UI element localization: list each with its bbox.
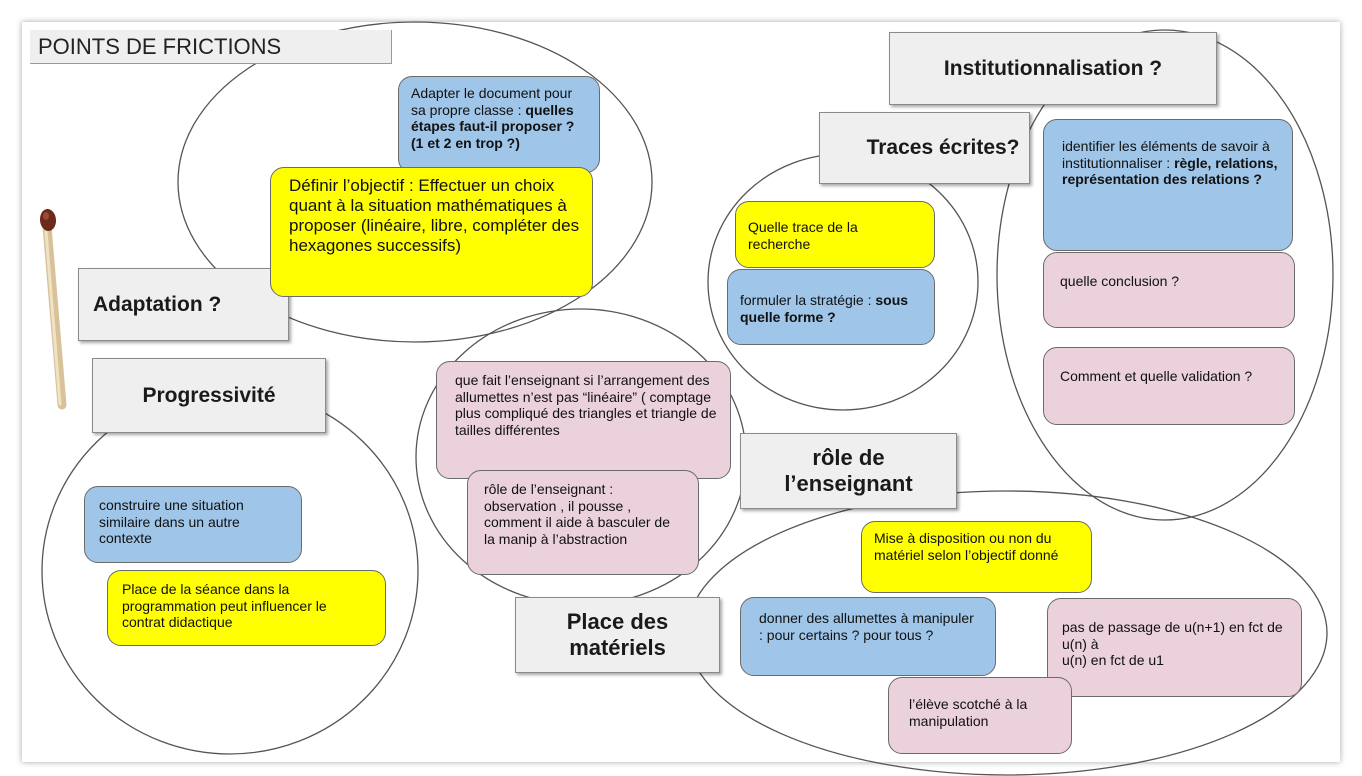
note-place-seance: Place de la séance dans la programmation… [107, 570, 386, 646]
note-adapter-document: Adapter le document pour sa propre class… [398, 76, 600, 173]
note-que-fait-enseignant: que fait l’enseignant si l’arrangement d… [436, 361, 731, 479]
note-pas-passage-line2: u(n) en fct de u1 [1062, 652, 1164, 669]
note-que-fait-enseignant-text: que fait l’enseignant si l’arrangement d… [455, 372, 717, 438]
label-institutionnalisation: Institutionnalisation ? [889, 32, 1217, 105]
label-place: Place des matériels [515, 597, 720, 673]
page-title: POINTS DE FRICTIONS [30, 30, 392, 64]
label-traces-text: Traces écrites? [866, 136, 1020, 160]
ellipse-adaptation [177, 21, 653, 343]
note-pas-passage: pas de passage de u(n+1) en fct de u(n) … [1047, 598, 1302, 697]
note-eleve-scotche: l’élève scotché à la manipulation [888, 677, 1072, 754]
label-progressivite-text: Progressivité [142, 383, 276, 407]
note-place-seance-text: Place de la séance dans la programmation… [122, 581, 327, 631]
note-role-enseignant: rôle de l’enseignant : observation , il … [467, 470, 699, 575]
label-institutionnalisation-text: Institutionnalisation ? [943, 56, 1163, 80]
note-mise-disposition-text: Mise à disposition ou non du matériel se… [874, 530, 1059, 563]
note-construire-situation-text: construire une situation similaire dans … [99, 497, 244, 547]
note-quelle-conclusion: quelle conclusion ? [1043, 252, 1295, 328]
label-adaptation-text: Adaptation ? [93, 292, 222, 316]
note-adapter-document-plain: Adapter le document pour sa propre class… [411, 85, 573, 118]
note-construire-situation: construire une situation similaire dans … [84, 486, 302, 563]
note-eleve-scotche-text: l’élève scotché à la manipulation [909, 696, 1028, 729]
note-quelle-trace-text: Quelle trace de la recherche [748, 219, 858, 252]
label-role-text: rôle de l’enseignant [784, 444, 913, 496]
note-donner-allumettes: donner des allumettes à manipuler : pour… [740, 597, 996, 676]
note-definir-objectif-text: Définir l’objectif : Effectuer un choix … [289, 176, 580, 256]
note-comment-validation-text: Comment et quelle validation ? [1060, 368, 1253, 384]
label-adaptation: Adaptation ? [78, 268, 289, 341]
label-role: rôle de l’enseignant [740, 433, 957, 509]
note-donner-allumettes-text: donner des allumettes à manipuler : pour… [759, 610, 974, 643]
note-role-enseignant-text: rôle de l’enseignant : observation , il … [484, 481, 670, 547]
matchstick-icon [39, 209, 67, 410]
note-mise-disposition: Mise à disposition ou non du matériel se… [861, 521, 1092, 593]
label-traces: Traces écrites? [819, 112, 1030, 184]
ellipse-institutionnalisation [996, 29, 1334, 521]
note-identifier-elements-bold: règle, relations, représentation des rel… [1062, 154, 1278, 188]
note-formuler-strategie-plain: formuler la stratégie : [740, 292, 876, 308]
note-adapter-document-bold: quelles étapes faut-il proposer ? (1 et … [411, 101, 575, 151]
note-formuler-strategie-bold: sous quelle forme ? [740, 292, 909, 325]
note-definir-objectif: Définir l’objectif : Effectuer un choix … [270, 167, 593, 297]
note-identifier-elements: identifier les éléments de savoir à inst… [1043, 119, 1293, 251]
note-pas-passage-line1: pas de passage de u(n+1) en fct de u(n) … [1062, 619, 1283, 652]
note-identifier-elements-plain: identifier les éléments de savoir à inst… [1062, 138, 1270, 171]
label-progressivite: Progressivité [92, 358, 326, 433]
note-quelle-conclusion-text: quelle conclusion ? [1060, 273, 1180, 289]
note-comment-validation: Comment et quelle validation ? [1043, 347, 1295, 425]
label-place-text: Place des matériels [566, 608, 669, 660]
note-formuler-strategie: formuler la stratégie : sous quelle form… [727, 269, 935, 345]
note-quelle-trace: Quelle trace de la recherche [735, 201, 935, 268]
